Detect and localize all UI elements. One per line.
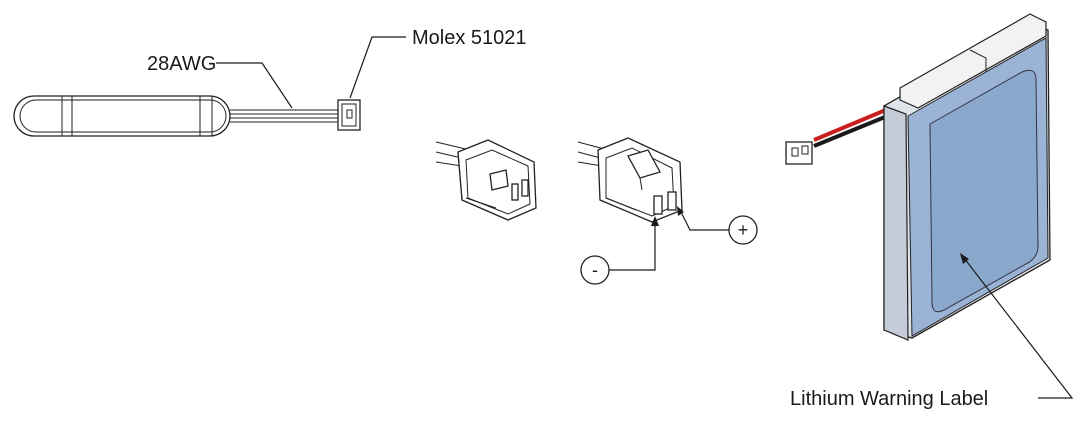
negative-terminal-callout: - [580, 216, 659, 285]
connector-front-view [435, 139, 537, 221]
battery-pack-3d [785, 13, 1051, 341]
warning-label-callout: Lithium Warning Label [790, 253, 1074, 410]
connector-angled-view [577, 137, 683, 223]
minus-symbol: - [592, 260, 598, 280]
battery-side-view [13, 95, 361, 137]
plus-symbol: + [738, 220, 749, 240]
connector-label: Molex 51021 [412, 27, 527, 49]
positive-terminal-callout: + [677, 206, 758, 245]
wire-gauge-label: 28AWG [147, 53, 216, 75]
connector-callout: Molex 51021 [349, 27, 527, 99]
warning-label-text: Lithium Warning Label [790, 388, 988, 410]
wire-gauge-callout: 28AWG [147, 53, 293, 109]
